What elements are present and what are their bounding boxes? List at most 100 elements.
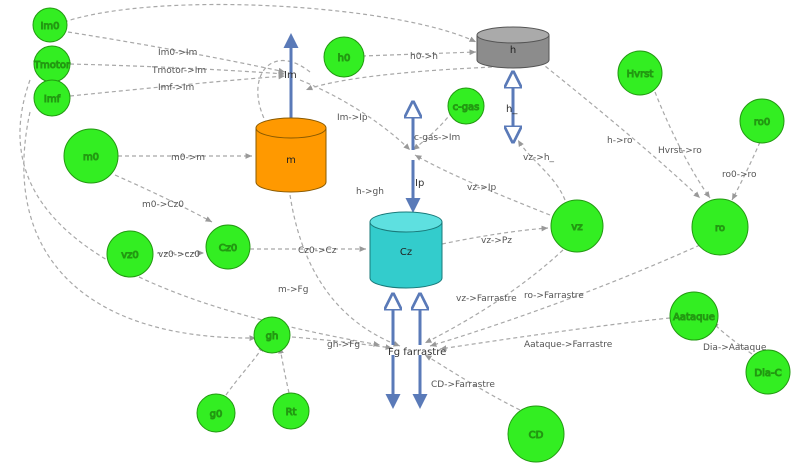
link-vz-Farrastre — [424, 249, 564, 344]
link-Im0-Im — [67, 31, 286, 74]
link-g0-gh — [225, 344, 265, 396]
variable-vz0[interactable]: vz0 — [106, 230, 154, 278]
variable-m0[interactable]: m0 — [63, 128, 119, 184]
variable-Cz0[interactable]: Cz0 — [205, 224, 251, 270]
svg-text:Tmotor: Tmotor — [33, 60, 71, 71]
cylinder-body — [255, 128, 327, 193]
cylinder-top — [369, 211, 443, 233]
link-m-Fg — [289, 194, 401, 347]
svg-text:c-gas: c-gas — [453, 102, 480, 113]
variable-Im0[interactable]: Im0 — [32, 7, 68, 43]
cylinder-body — [476, 35, 550, 69]
link-label-m0-m: m0->m — [171, 153, 205, 163]
svg-text:Im0: Im0 — [40, 21, 59, 32]
stock-h[interactable]: h — [476, 26, 550, 69]
link-Imf-gh — [23, 111, 257, 341]
link-h0-h — [361, 49, 477, 57]
link-Rt-gh — [278, 346, 290, 394]
stock-Cz[interactable]: Cz — [369, 211, 443, 289]
link-label-Imf-Im: Imf->Im — [158, 83, 194, 93]
link-label-cgas-Im: c-gas->Im — [414, 133, 460, 143]
link-label-Tmotor-Im: Tmotor->Im — [151, 66, 206, 76]
variable-Hvrst[interactable]: Hvrst — [617, 50, 663, 96]
link-label-m-Fg: m->Fg — [278, 285, 308, 295]
link-label-Im-Ip: Im->Ip — [337, 113, 368, 123]
link-label-h-gh: h->gh — [356, 187, 384, 197]
link-label-gh-Fg: gh->Fg — [327, 340, 360, 350]
link-label-Hvrst-ro: Hvrst->ro — [658, 146, 702, 156]
link-label-vz-h: vz->h_ — [523, 153, 555, 163]
link-label-Dia-Aataque: Dia->Aataque — [703, 343, 767, 353]
flow-label-Ip: Ip — [415, 178, 424, 189]
variable-c-gas[interactable]: c-gas — [447, 87, 485, 125]
svg-text:Cz0: Cz0 — [219, 243, 238, 254]
cylinder-body — [369, 222, 443, 289]
svg-text:m0: m0 — [83, 152, 99, 163]
link-label-m0-Cz0: m0->Cz0 — [142, 200, 184, 210]
svg-text:Hvrst: Hvrst — [627, 69, 654, 80]
stock-label: Cz — [400, 247, 412, 258]
svg-text:Aataque: Aataque — [673, 312, 715, 323]
link-label-h-ro: h->ro — [607, 136, 633, 146]
svg-text:Dia-C: Dia-C — [754, 368, 781, 379]
link-Dia-Aataque — [711, 321, 753, 355]
link-cgas-Im — [412, 111, 453, 151]
link-h-ro — [539, 61, 701, 199]
link-Im0-curve — [257, 59, 311, 131]
flow-label-h_: h_ — [506, 104, 518, 115]
link-top-arc-h — [63, 3, 477, 43]
stock-m[interactable]: m — [255, 117, 327, 193]
link-label-Cz0-Cz: Cz0->Cz — [298, 246, 337, 256]
link-vz-Ip — [414, 154, 551, 216]
flow-label-Im: Im — [284, 70, 297, 81]
variable-CD[interactable]: CD — [507, 405, 565, 463]
link-vz-Pz — [441, 225, 549, 245]
variable-g0[interactable]: g0 — [196, 393, 236, 433]
svg-text:Imf: Imf — [44, 94, 61, 105]
link-vz-h — [517, 139, 566, 201]
link-label-vz0-cz0: vz0->cz0 — [158, 250, 200, 260]
link-h-gh — [305, 65, 521, 91]
variable-ro0[interactable]: ro0 — [739, 98, 785, 144]
svg-text:ro0: ro0 — [754, 117, 770, 128]
cylinder-top — [476, 26, 550, 44]
svg-text:vz0: vz0 — [121, 250, 139, 261]
link-CD-Farrastre — [424, 354, 521, 411]
link-ro-Farrastre — [429, 244, 701, 347]
svg-text:ro: ro — [715, 223, 725, 234]
link-Aataque-Farrastre — [439, 317, 671, 351]
stock-label: m — [286, 155, 296, 166]
svg-text:gh: gh — [266, 331, 279, 342]
link-Tmotor-Im — [69, 63, 286, 77]
link-label-vz-Ip: vz->Ip — [467, 183, 496, 193]
variable-Rt[interactable]: Rt — [272, 392, 310, 430]
link-label-ro0-ro: ro0->ro — [722, 170, 757, 180]
variable-Tmotor[interactable]: Tmotor — [32, 45, 71, 83]
variable-ro[interactable]: ro — [691, 198, 749, 256]
cylinder-top — [255, 117, 327, 139]
stock-label: h — [510, 45, 516, 56]
link-m0-Cz0 — [114, 174, 213, 223]
link-label-Im0-Im: Im0->Im — [158, 48, 197, 58]
link-label-vz-Pz: vz->Pz — [481, 236, 512, 246]
link-label-CD-Farrastre: CD->Farrastre — [431, 380, 495, 390]
svg-text:h0: h0 — [338, 53, 351, 64]
variable-gh[interactable]: gh — [253, 316, 291, 354]
variable-Aataque[interactable]: Aataque — [669, 291, 719, 341]
variable-Imf[interactable]: Imf — [33, 79, 71, 117]
link-ro0-ro — [731, 141, 761, 201]
svg-text:CD: CD — [529, 430, 544, 441]
link-Hvrst-ro — [654, 91, 711, 199]
variable-vz[interactable]: vz — [550, 199, 604, 253]
link-label-ro-Farrastre: ro->Farrastre — [524, 291, 584, 301]
variable-Dia-C[interactable]: Dia-C — [745, 349, 791, 395]
link-label-h0-h: h0->h — [410, 52, 438, 62]
svg-text:Rt: Rt — [286, 407, 297, 418]
link-gh-Fg — [291, 336, 393, 350]
link-Tmotor-curve — [19, 79, 381, 347]
variable-h0[interactable]: h0 — [323, 36, 365, 78]
flow-label-Farrastre: Fg farrastre — [388, 347, 446, 358]
link-Imf-Im — [69, 73, 286, 97]
